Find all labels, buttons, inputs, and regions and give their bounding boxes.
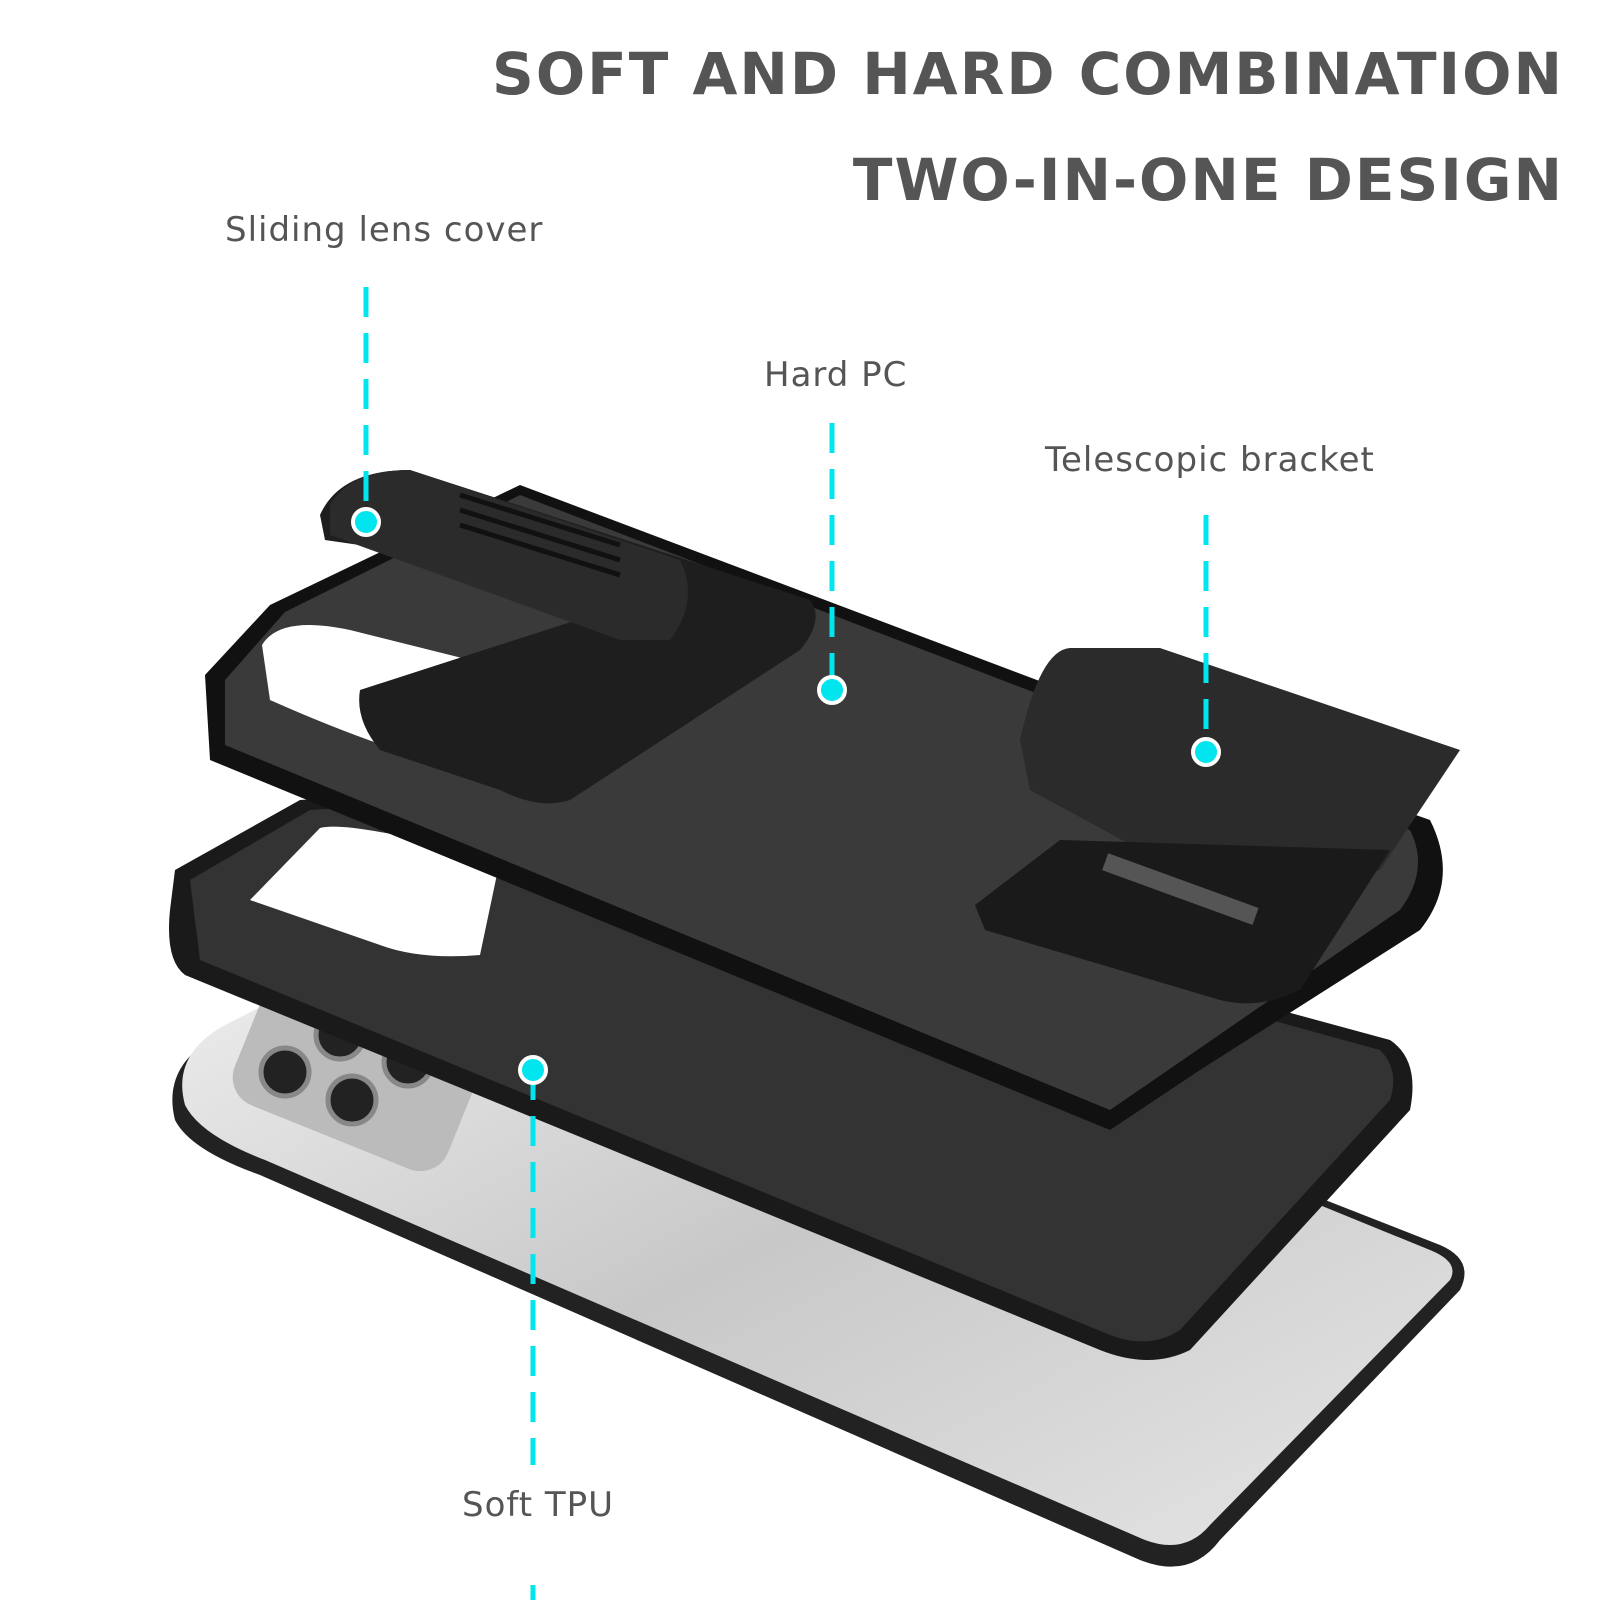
- label-hard-pc: Hard PC: [764, 355, 908, 395]
- label-soft-tpu: Soft TPU: [462, 1485, 615, 1525]
- label-telescopic-bracket: Telescopic bracket: [1045, 440, 1375, 480]
- callout-dot-hard-pc: [817, 675, 847, 705]
- headline-line-1: SOFT AND HARD COMBINATION: [492, 40, 1564, 108]
- callout-lines: [363, 287, 1209, 1600]
- sliding-lens-cover: [320, 470, 816, 804]
- soft-tpu-case: [169, 790, 1413, 1360]
- callout-dot-soft-tpu: [518, 1055, 548, 1085]
- callout-dot-lens-cover: [351, 507, 381, 537]
- callout-dots: [351, 507, 1221, 1085]
- grip-ridges-icon: [459, 492, 621, 578]
- headline-line-2: TWO-IN-ONE DESIGN: [852, 146, 1564, 214]
- label-sliding-lens-cover: Sliding lens cover: [225, 210, 544, 250]
- callout-dot-bracket: [1191, 737, 1221, 767]
- telescopic-bracket: [975, 648, 1460, 1004]
- camera-cutout: [250, 826, 500, 957]
